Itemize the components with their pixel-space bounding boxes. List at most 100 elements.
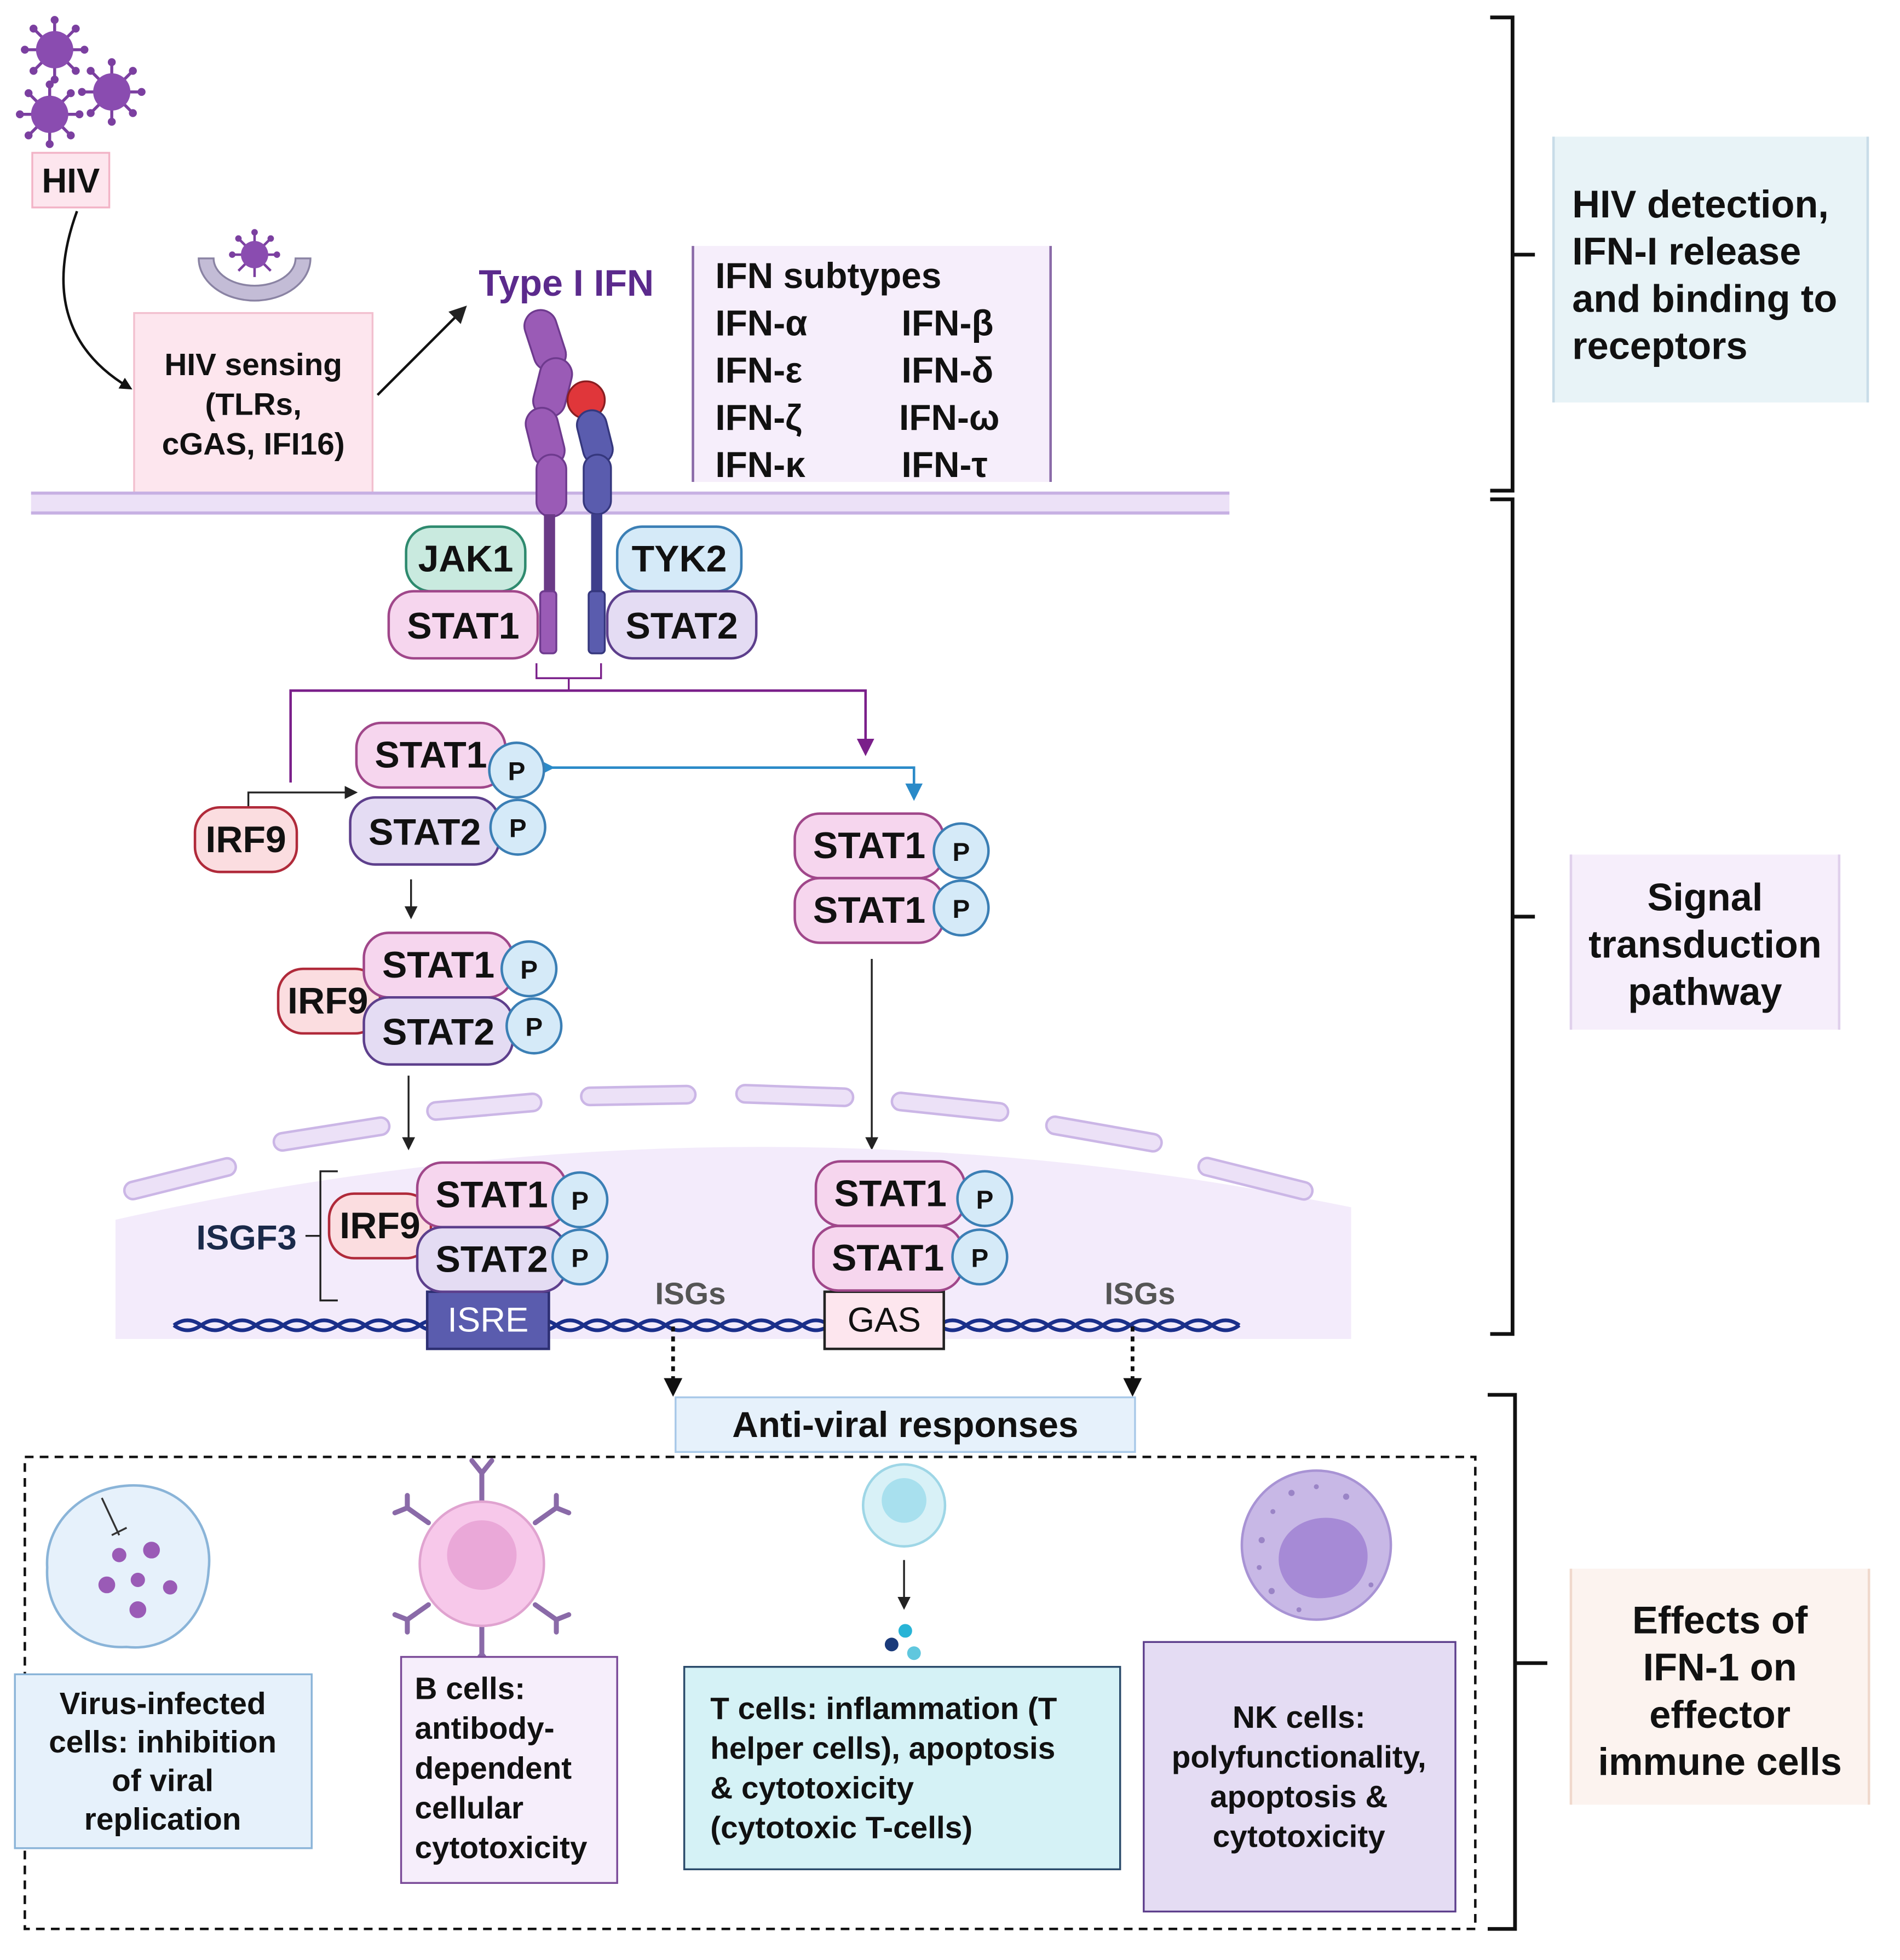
t-cell-line-3: & cytotoxicity [710, 1771, 914, 1806]
nk-cell-line-3: apoptosis & [1210, 1780, 1387, 1814]
detection-line-2: IFN-I release [1572, 229, 1801, 273]
hiv-to-sensing-arrow [62, 210, 133, 390]
nk-cell-line-1: NK cells: [1233, 1700, 1366, 1735]
sensing-line-3: cGAS, IFI16) [162, 427, 345, 462]
receptor-stat2-label: STAT2 [625, 605, 738, 647]
stat-exchange-arrow [537, 758, 923, 801]
stat1-label: STAT1 [834, 1172, 946, 1214]
tyk2-label: TYK2 [632, 538, 727, 579]
phosphate-label: P [571, 1187, 589, 1216]
phosphate-label: P [971, 1244, 989, 1273]
b-cell-icon [392, 1458, 572, 1670]
virus-icon [78, 58, 146, 126]
nk-cell-box [1143, 1641, 1456, 1913]
nuclear-envelope [123, 1084, 1314, 1201]
effects-line-3: effector [1649, 1693, 1790, 1736]
virus-icon [21, 16, 89, 84]
irf9-box [193, 806, 298, 873]
t-cell-icon [861, 1463, 947, 1660]
phosphate-icon [488, 742, 545, 799]
stat2-label: STAT2 [369, 811, 481, 853]
signal-split-arrow [289, 689, 874, 783]
receptor-stat2-box [606, 590, 758, 660]
nk-cell-line-4: cytotoxicity [1213, 1820, 1385, 1854]
irf9-label: IRF9 [339, 1205, 420, 1246]
b-cell-line-3: dependent [415, 1751, 572, 1786]
receptor-stat1-box [387, 590, 539, 660]
virus-cell-line-2: cells: inhibition [49, 1725, 277, 1760]
isre-label: ISRE [447, 1301, 528, 1339]
phosphate-icon [932, 822, 990, 880]
isre-box [425, 1290, 550, 1350]
effects-line-4: immune cells [1598, 1740, 1841, 1783]
receptor-stat1-label: STAT1 [407, 605, 519, 647]
ifn-subtype-epsilon: IFN-ε [715, 350, 802, 390]
virus-cell-line-4: replication [84, 1802, 241, 1837]
receptor-bracket [536, 663, 602, 691]
ifn-subtypes-title: IFN subtypes [715, 255, 941, 296]
phosphate-label: P [525, 1013, 543, 1042]
ifn-subtype-beta: IFN-β [902, 302, 994, 343]
effects-line-2: IFN-1 on [1643, 1646, 1797, 1689]
detection-bracket [1490, 15, 1535, 493]
type1-ifn-label: Type I IFN [479, 262, 654, 304]
ifnar2-receptor [566, 380, 614, 654]
sensing-line-1: HIV sensing [164, 348, 342, 382]
signal-bracket [1490, 497, 1535, 1336]
phosphate-label: P [509, 814, 527, 843]
stat2-label: STAT2 [435, 1238, 548, 1280]
stat1-label: STAT1 [813, 889, 925, 931]
virus-cell-line-3: of viral [112, 1763, 214, 1798]
effects-line-1: Effects of [1632, 1598, 1808, 1641]
phosphate-label: P [520, 956, 538, 985]
hiv-label-box [31, 152, 111, 209]
phosphate-label: P [571, 1244, 589, 1273]
jak1-label: JAK1 [418, 538, 514, 579]
virus-infected-cell-box [14, 1673, 313, 1849]
b-cell-box [400, 1656, 618, 1884]
phosphate-icon [551, 1228, 609, 1286]
phosphate-label: P [508, 757, 526, 786]
t-cell-line-2: helper cells), apoptosis [710, 1732, 1055, 1766]
signal-stage-box: Signal transduction pathway [1569, 854, 1841, 1030]
antiviral-label: Anti-viral responses [732, 1404, 1078, 1445]
t-cell-line-1: T cells: inflammation (T [710, 1692, 1057, 1726]
phosphate-icon [551, 1171, 609, 1229]
ifn-subtypes-box: IFN subtypes IFN-α IFN-ε IFN-ζ IFN-κ IFN… [692, 246, 1052, 485]
sensing-receptor-icon [198, 229, 312, 302]
phosphate-icon [489, 798, 546, 856]
stat1-label: STAT1 [832, 1237, 944, 1279]
virus-cell-line-1: Virus-infected [60, 1687, 266, 1721]
ifn-subtype-alpha: IFN-α [715, 302, 807, 343]
phosphate-label: P [953, 895, 970, 924]
signal-line-3: pathway [1628, 970, 1782, 1013]
effects-stage-box: Effects of IFN-1 on effector immune cell… [1569, 1568, 1870, 1805]
isgs-label-right: ISGs [1104, 1277, 1175, 1311]
ifn-subtype-kappa: IFN-κ [715, 444, 805, 485]
virus-icon [16, 81, 84, 148]
stat1-label: STAT1 [435, 1174, 548, 1216]
stat1-label: STAT1 [382, 944, 494, 986]
antiviral-box [675, 1396, 1136, 1453]
virus-infected-cell-icon [45, 1484, 211, 1649]
phosphate-label: P [976, 1186, 994, 1215]
phosphate-label: P [953, 838, 970, 867]
phosphate-icon [951, 1228, 1009, 1286]
ifn-subtype-omega: IFN-ω [899, 397, 999, 438]
isgs-label-left: ISGs [655, 1277, 726, 1311]
sensing-line-2: (TLRs, [205, 388, 301, 422]
b-cell-line-5: cytotoxicity [415, 1831, 588, 1865]
isgf3-label: ISGF3 [196, 1219, 296, 1257]
detection-line-4: receptors [1572, 324, 1747, 367]
irf9-label: IRF9 [287, 980, 368, 1022]
detection-line-3: and binding to [1572, 277, 1837, 320]
stat2-label: STAT2 [382, 1011, 494, 1053]
nk-cell-icon [1240, 1469, 1392, 1621]
dna-helix [172, 1318, 1241, 1332]
phosphate-icon [505, 997, 563, 1055]
t-cell-box [683, 1665, 1121, 1871]
b-cell-line-4: cellular [415, 1791, 524, 1825]
phosphate-icon [500, 940, 558, 998]
gas-label: GAS [848, 1301, 921, 1339]
